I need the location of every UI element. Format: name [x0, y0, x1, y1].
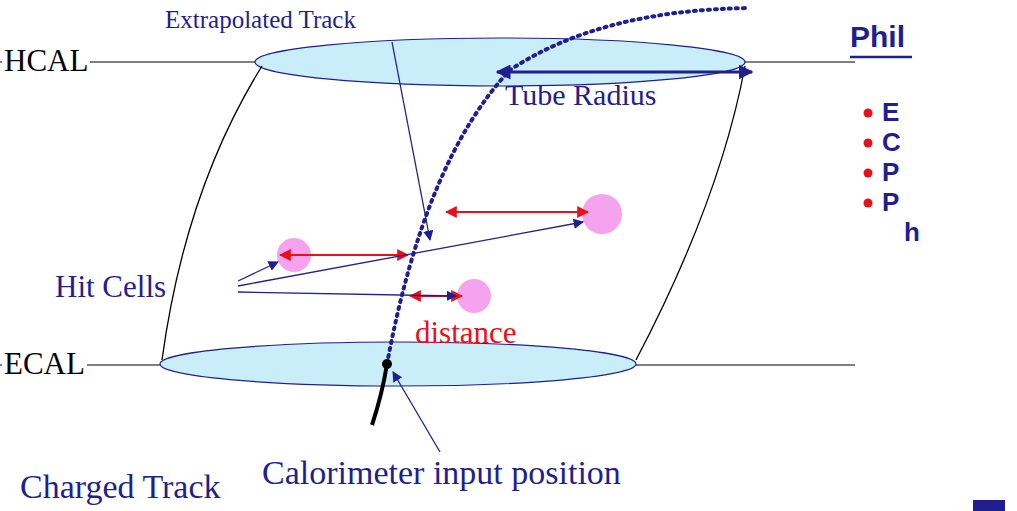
distance-label: distance [415, 316, 517, 350]
bullet-text: C [882, 128, 901, 157]
bullet [864, 199, 873, 208]
bullet [864, 169, 873, 178]
hit-cell [457, 279, 491, 313]
radius-arrow [497, 71, 752, 74]
track-label: Charged Track [20, 468, 221, 505]
cells-label: Hit Cells [55, 270, 166, 304]
radius-label: Tube Radius [505, 78, 656, 111]
position-label: Calorimeter input position [262, 454, 621, 491]
title-underline [850, 56, 912, 59]
tube-wall [162, 66, 262, 360]
leader-line [238, 222, 583, 286]
bullet-text: P [882, 188, 899, 217]
bullet [864, 109, 873, 118]
hit-cell [582, 194, 622, 234]
plane-label: ECAL [2, 347, 87, 381]
bullet-text: E [882, 98, 899, 127]
bullet-text: h [904, 218, 920, 247]
extrapolated-track [387, 8, 750, 364]
distance-arrow [280, 254, 408, 256]
slide-title: Phil [850, 20, 905, 53]
bullet-text: P [882, 158, 899, 187]
plane-label: HCAL [2, 44, 90, 78]
charged-track [372, 364, 387, 425]
track-label: Extrapolated Track [165, 6, 356, 34]
corner-bar [973, 500, 1005, 511]
leader-line [238, 292, 456, 296]
leader-line [238, 262, 278, 281]
bullet [864, 139, 873, 148]
input-point [382, 359, 392, 369]
leader-line [393, 372, 440, 452]
leader-line [392, 42, 430, 240]
distance-arrow [446, 211, 588, 213]
